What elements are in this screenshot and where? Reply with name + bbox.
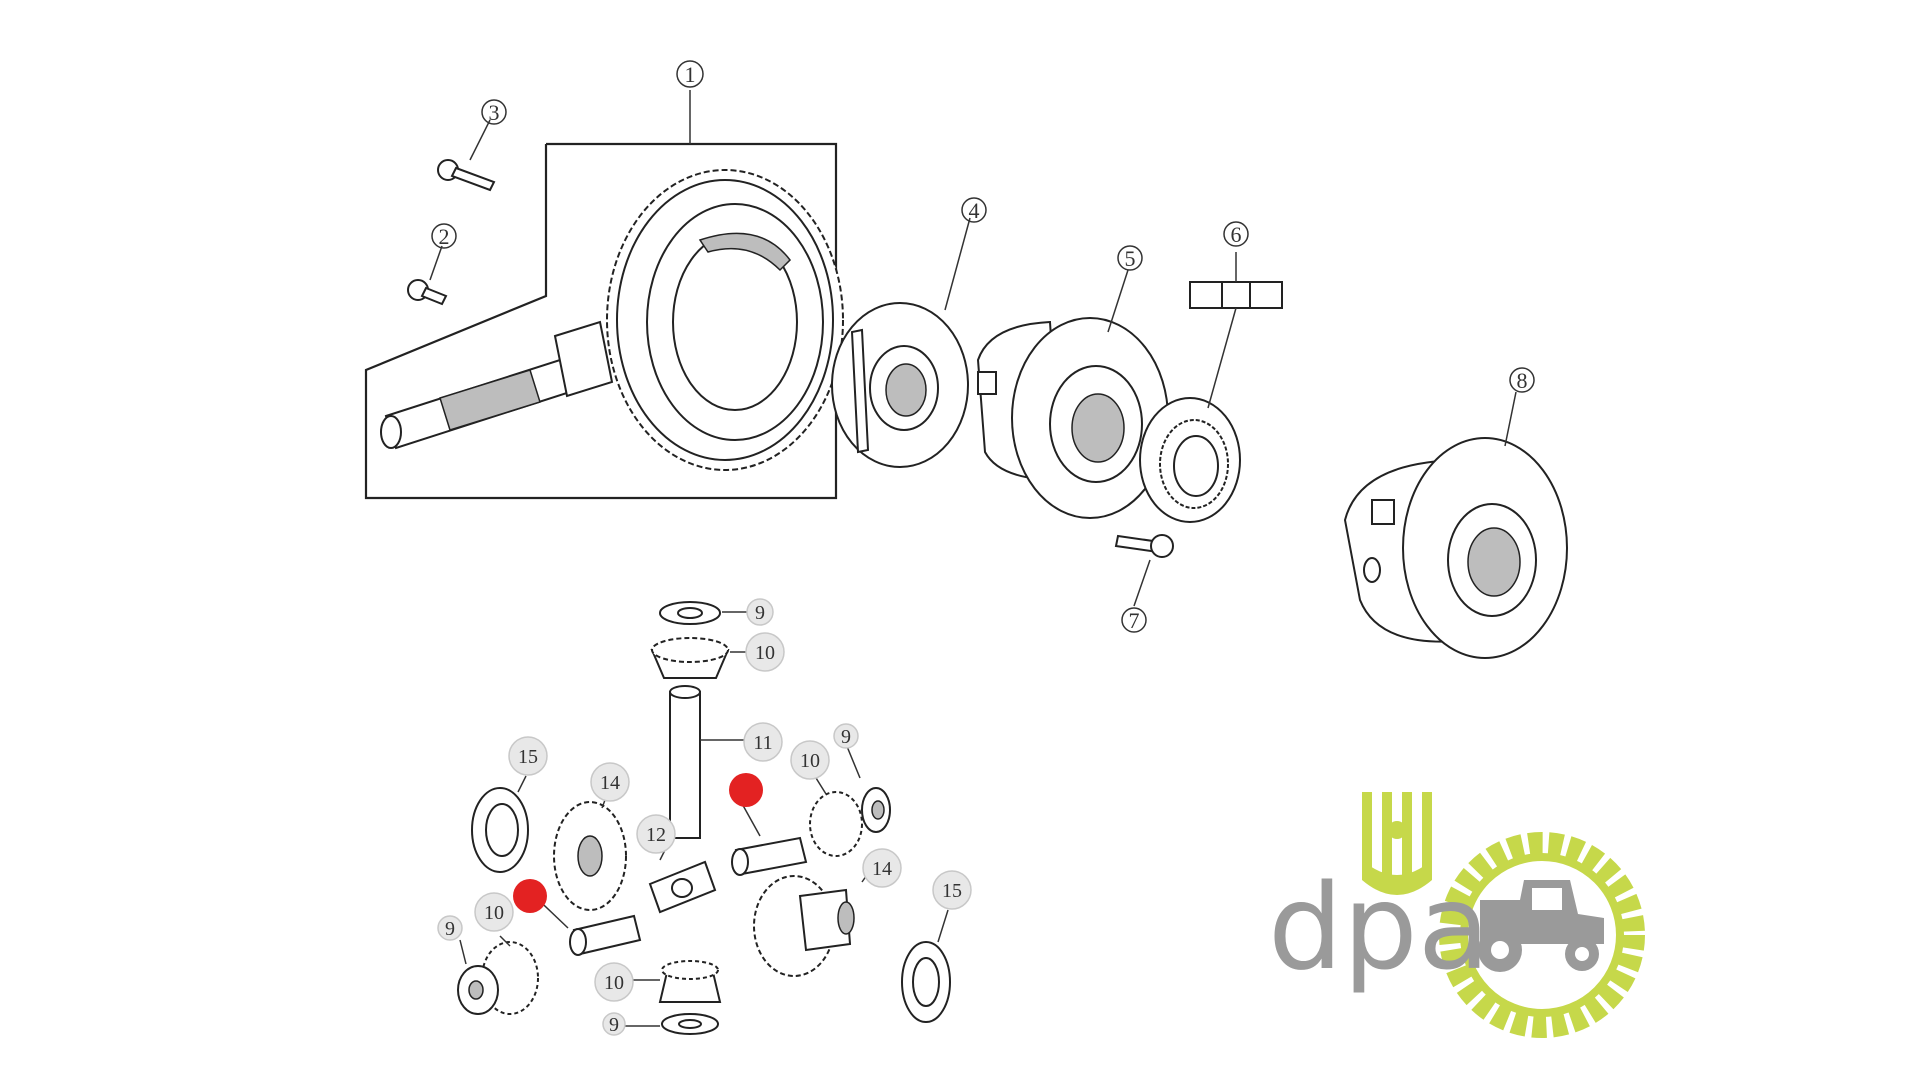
svg-text:15: 15 bbox=[518, 746, 538, 768]
callout-7: 7 bbox=[1121, 607, 1147, 633]
svg-text:9: 9 bbox=[841, 726, 851, 748]
callout-14-right: 14 bbox=[862, 848, 902, 888]
callout-8: 8 bbox=[1509, 367, 1535, 393]
highlight-marker-right bbox=[729, 773, 763, 807]
svg-text:1: 1 bbox=[685, 62, 696, 87]
svg-text:12: 12 bbox=[646, 824, 666, 846]
bolt-7 bbox=[1114, 534, 1174, 607]
svg-text:15: 15 bbox=[942, 880, 962, 902]
svg-text:5: 5 bbox=[1125, 246, 1136, 271]
diff-case-half bbox=[831, 217, 971, 468]
bolt-3 bbox=[437, 119, 496, 192]
bolt-2 bbox=[407, 245, 448, 306]
callout-15-left: 15 bbox=[508, 736, 548, 776]
callout-10-left: 10 bbox=[474, 892, 514, 932]
svg-text:11: 11 bbox=[753, 732, 772, 754]
callout-5: 5 bbox=[1117, 245, 1143, 271]
ring-gear bbox=[606, 169, 844, 471]
gear-ring-icon bbox=[1439, 832, 1645, 1038]
callout-9-left: 9 bbox=[437, 915, 463, 941]
callout-11: 11 bbox=[743, 722, 783, 762]
svg-text:10: 10 bbox=[484, 902, 504, 924]
callout-4: 4 bbox=[961, 197, 987, 223]
svg-text:3: 3 bbox=[489, 100, 500, 125]
callout-3: 3 bbox=[481, 99, 507, 125]
svg-text:6: 6 bbox=[1231, 222, 1242, 247]
pinion-shaft bbox=[380, 320, 614, 450]
bearing bbox=[1139, 252, 1283, 523]
callout-10-right: 10 bbox=[790, 740, 830, 780]
svg-text:9: 9 bbox=[445, 918, 455, 940]
svg-text:9: 9 bbox=[609, 1014, 619, 1036]
lower-parts bbox=[457, 601, 951, 1035]
svg-text:8: 8 bbox=[1517, 368, 1528, 393]
callout-1: 1 bbox=[676, 60, 704, 88]
diff-assembly bbox=[1343, 391, 1568, 659]
svg-text:10: 10 bbox=[604, 972, 624, 994]
dpa-logo: dpa bbox=[1268, 792, 1645, 1038]
callout-9-bottom: 9 bbox=[602, 1012, 626, 1036]
callout-2: 2 bbox=[431, 223, 457, 249]
logo-text: dpa bbox=[1268, 858, 1490, 996]
svg-text:14: 14 bbox=[600, 772, 620, 794]
svg-text:7: 7 bbox=[1129, 608, 1140, 633]
svg-text:14: 14 bbox=[872, 858, 892, 880]
tractor-icon bbox=[1478, 880, 1604, 972]
svg-text:10: 10 bbox=[800, 750, 820, 772]
highlight-marker-left bbox=[513, 879, 547, 913]
callout-12: 12 bbox=[636, 814, 676, 854]
svg-text:4: 4 bbox=[969, 198, 980, 223]
callout-10-bottom: 10 bbox=[594, 962, 634, 1002]
callout-15-right: 15 bbox=[932, 870, 972, 910]
svg-text:2: 2 bbox=[439, 224, 450, 249]
callout-10-top: 10 bbox=[745, 632, 785, 672]
callout-9-top: 9 bbox=[746, 598, 774, 626]
svg-text:10: 10 bbox=[755, 642, 775, 664]
wheat-icon bbox=[1362, 792, 1432, 895]
svg-text:9: 9 bbox=[755, 602, 765, 624]
callout-9-right: 9 bbox=[833, 723, 859, 749]
ring-pinion-group bbox=[364, 90, 844, 500]
callout-6: 6 bbox=[1223, 221, 1249, 247]
diff-case bbox=[976, 269, 1169, 519]
callout-14-left: 14 bbox=[590, 762, 630, 802]
